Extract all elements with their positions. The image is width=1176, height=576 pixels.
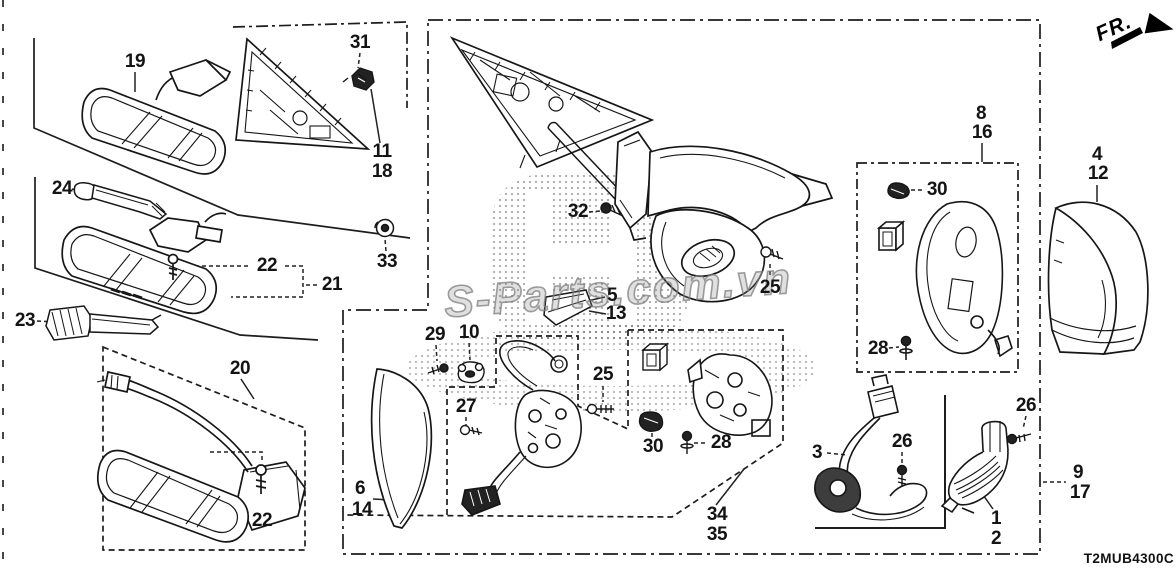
part-callout-31: 31 [349, 32, 371, 53]
part-callout-10: 10 [458, 322, 480, 343]
part-screw-25-housing [760, 246, 784, 260]
part-mirror-cap-4-12 [1047, 201, 1149, 356]
part-callout-23: 23 [14, 310, 36, 331]
part-callout-3: 3 [811, 442, 823, 463]
part-callout-4: 4 [1091, 144, 1103, 165]
part-screw-25-center [586, 403, 614, 415]
part-screw-27 [459, 424, 483, 436]
part-callout-30: 30 [926, 179, 948, 200]
part-housing-assembly [614, 130, 834, 303]
part-screw-28-in-box [899, 335, 913, 360]
part-screw-32 [600, 202, 624, 217]
screw-22-upper [167, 253, 179, 280]
part-callout-30: 30 [642, 436, 664, 457]
part-screw-26-left [896, 464, 908, 487]
part-callout-11: 11 [372, 141, 392, 162]
part-mirror-glass-6-14 [370, 368, 433, 529]
part-cover-23 [45, 305, 162, 341]
part-callout-2: 2 [990, 528, 1002, 549]
part-mirror-assembly-20 [96, 370, 306, 543]
part-callout-14: 14 [351, 499, 373, 520]
part-callout-27: 27 [455, 396, 477, 417]
part-callout-34: 34 [706, 504, 728, 525]
boundary-boxes [102, 19, 1041, 555]
part-callout-16: 16 [971, 122, 993, 143]
part-nut-33 [374, 218, 395, 238]
part-callout-33: 33 [376, 251, 398, 272]
part-clip-31 [342, 67, 375, 91]
part-callout-21: 21 [321, 274, 343, 295]
part-callout-28: 28 [710, 432, 732, 453]
part-callout-17: 17 [1069, 482, 1091, 503]
part-screw-29 [427, 363, 449, 375]
part-callout-32: 32 [567, 201, 589, 222]
part-garnish-inner [449, 36, 655, 169]
part-stay-24 [73, 182, 168, 220]
part-bracket-13 [543, 289, 593, 326]
part-mirror-assembly-21 [61, 212, 227, 315]
part-callout-26: 26 [1015, 395, 1037, 416]
part-callout-20: 20 [229, 358, 251, 379]
part-callout-12: 12 [1087, 163, 1109, 184]
part-callout-24: 24 [51, 178, 73, 199]
part-callout-18: 18 [371, 161, 393, 182]
part-callout-25: 25 [592, 364, 614, 385]
part-callout-22: 22 [251, 510, 273, 531]
group-corner-brackets [33, 38, 411, 341]
diagram-code: T2MUB4300C [1083, 551, 1174, 566]
part-callout-1: 1 [990, 508, 1002, 529]
part-callout-9: 9 [1072, 462, 1084, 483]
part-screw-26-right [1006, 433, 1032, 445]
part-grommet-10 [457, 361, 485, 384]
fr-direction-arrow [1111, 12, 1174, 49]
part-clip-30-center [631, 411, 664, 432]
part-garnish-outer-11-18 [235, 37, 371, 151]
part-callout-26: 26 [891, 431, 913, 452]
part-callout-22: 22 [256, 255, 278, 276]
screw-22-lower [255, 464, 267, 494]
part-callout-19: 19 [124, 51, 146, 72]
part-callout-29: 29 [424, 324, 446, 345]
part-callout-13: 13 [605, 303, 627, 324]
part-housing-8-16 [876, 182, 1013, 360]
part-callout-8: 8 [975, 103, 987, 124]
part-callout-25: 25 [759, 277, 781, 298]
part-actuator [461, 340, 582, 516]
part-callout-28: 28 [867, 338, 889, 359]
part-harness-3 [814, 374, 928, 521]
part-stay-arm [547, 121, 625, 201]
part-clip-square-center [641, 342, 669, 372]
part-turn-signal-lamp-1-2 [940, 420, 1009, 514]
part-interior-mirror-19 [81, 59, 232, 175]
part-bracket-base [687, 353, 773, 437]
part-callout-6: 6 [354, 478, 366, 499]
part-screw-28-center [680, 430, 694, 454]
part-callout-35: 35 [706, 524, 728, 545]
part-callout-5: 5 [606, 285, 618, 306]
